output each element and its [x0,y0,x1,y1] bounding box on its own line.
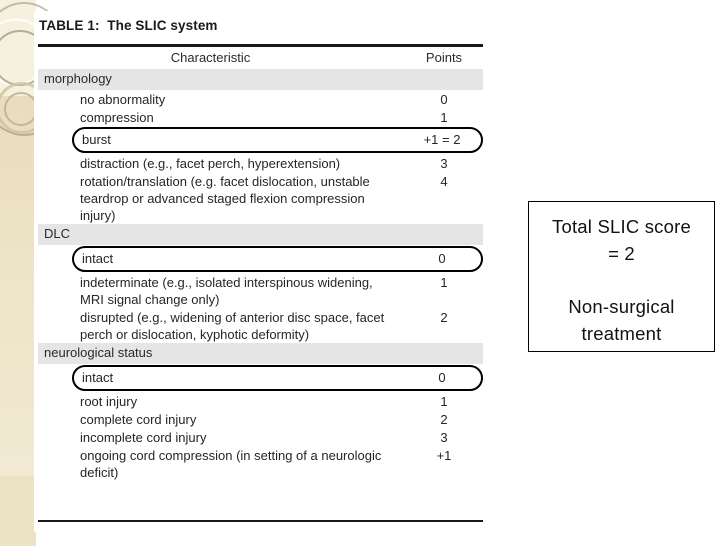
table-row: ongoing cord compression (in setting of … [34,446,487,481]
table-top-rule [38,44,483,47]
table-row: incomplete cord injury 3 [34,428,487,446]
total-score-callout: Total SLIC score = 2 Non-surgical treatm… [528,201,715,352]
table-row: disrupted (e.g., widening of anterior di… [34,308,487,343]
row-label: rotation/translation (e.g. facet disloca… [80,173,370,223]
row-label: root injury [80,393,138,409]
table-row: distraction (e.g., facet perch, hyperext… [34,154,487,172]
column-header-points: Points [425,49,463,65]
callout-score-value: = 2 [608,243,635,264]
table-header-row: Characteristic Points [34,47,487,69]
callout-treatment-line2: treatment [581,323,662,344]
section-header-dlc: DLC [38,223,483,245]
row-points: 0 [438,250,446,266]
row-points: 1 [440,393,448,409]
table-row-highlighted-neuro-intact: intact 0 [72,364,483,391]
row-points: 4 [440,173,448,189]
row-points: 0 [438,369,446,385]
table-bottom-rule [38,519,483,522]
callout-score-label: Total SLIC score [552,216,691,237]
row-label: disrupted (e.g., widening of anterior di… [80,309,385,342]
row-points: 3 [440,155,448,171]
table-title: TABLE 1: The SLIC system [39,18,218,33]
row-points: 1 [440,274,448,290]
row-label: indeterminate (e.g., isolated interspino… [80,274,373,307]
row-label: ongoing cord compression (in setting of … [80,447,382,480]
row-points: 2 [440,411,448,427]
column-header-characteristic: Characteristic [170,49,251,65]
row-points: +1 [436,447,452,463]
slic-table-figure: TABLE 1: The SLIC system Characteristic … [34,11,487,532]
row-points: +1 = 2 [423,131,461,147]
callout-treatment-line1: Non-surgical [568,296,675,317]
table-row: rotation/translation (e.g. facet disloca… [34,172,487,224]
row-label: compression [80,109,154,125]
row-points: 2 [440,309,448,325]
table-row: no abnormality 0 [34,90,487,108]
row-label: intact [82,250,114,266]
table-row-highlighted-burst: burst +1 = 2 [72,126,483,153]
table-row: root injury 1 [34,392,487,410]
row-label: incomplete cord injury [80,429,207,445]
row-label: distraction (e.g., facet perch, hyperext… [80,155,341,171]
table-row: complete cord injury 2 [34,410,487,428]
row-label: complete cord injury [80,411,197,427]
row-label: no abnormality [80,91,166,107]
row-points: 0 [440,91,448,107]
section-header-morphology: morphology [38,68,483,90]
row-label: burst [82,131,111,147]
table-row: compression 1 [34,108,487,126]
table-row-highlighted-dlc-intact: intact 0 [72,245,483,272]
row-label: intact [82,369,114,385]
background-strip-gradient [0,96,36,476]
section-header-neurological-status: neurological status [38,342,483,364]
table-row: indeterminate (e.g., isolated interspino… [34,273,487,308]
decorative-ring-innermost [4,92,38,126]
row-points: 1 [440,109,448,125]
row-points: 3 [440,429,448,445]
